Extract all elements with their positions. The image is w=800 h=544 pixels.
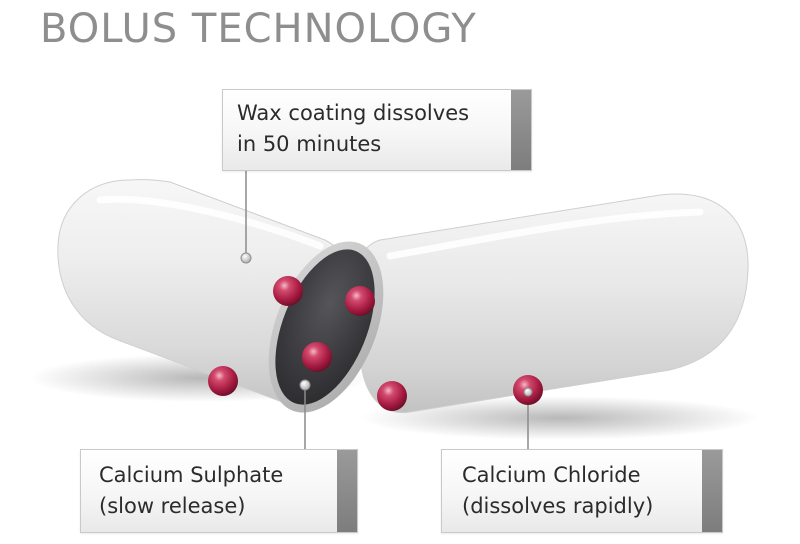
granule-sphere-icon [345, 286, 375, 316]
calcium-chloride-label: Calcium Chloride (dissolves rapidly) [462, 460, 653, 522]
capsule-half-right-icon [353, 193, 749, 414]
wax-anchor-dot [240, 252, 252, 264]
page-title: BOLUS TECHNOLOGY [40, 6, 477, 52]
calcium-sulphate-label: Calcium Sulphate (slow release) [99, 460, 283, 522]
granule-sphere-icon [273, 276, 303, 306]
wax-coating-line2: in 50 minutes [237, 132, 382, 156]
right-capsule-shadow [360, 396, 760, 440]
calcium-chloride-line1: Calcium Chloride [462, 463, 641, 487]
wax-coating-line1: Wax coating dissolves [237, 101, 470, 125]
calcium-sulphate-line2: (slow release) [99, 494, 246, 518]
callout-tab [702, 450, 722, 532]
wax-coating-label: Wax coating dissolves in 50 minutes [237, 98, 469, 160]
granule-sphere-icon [377, 381, 407, 411]
granule-sphere-icon [302, 342, 332, 372]
calcium-chloride-callout: Calcium Chloride (dissolves rapidly) [441, 449, 723, 533]
granule-sphere-icon [208, 366, 238, 396]
sulphate-anchor-dot [299, 379, 311, 391]
callout-tab [337, 450, 357, 532]
calcium-sulphate-line1: Calcium Sulphate [99, 463, 284, 487]
calcium-sulphate-callout: Calcium Sulphate (slow release) [80, 449, 358, 533]
calcium-chloride-line2: (dissolves rapidly) [462, 494, 654, 518]
callout-tab [511, 90, 531, 170]
wax-coating-callout: Wax coating dissolves in 50 minutes [222, 89, 532, 171]
chloride-anchor-dot [523, 387, 533, 397]
